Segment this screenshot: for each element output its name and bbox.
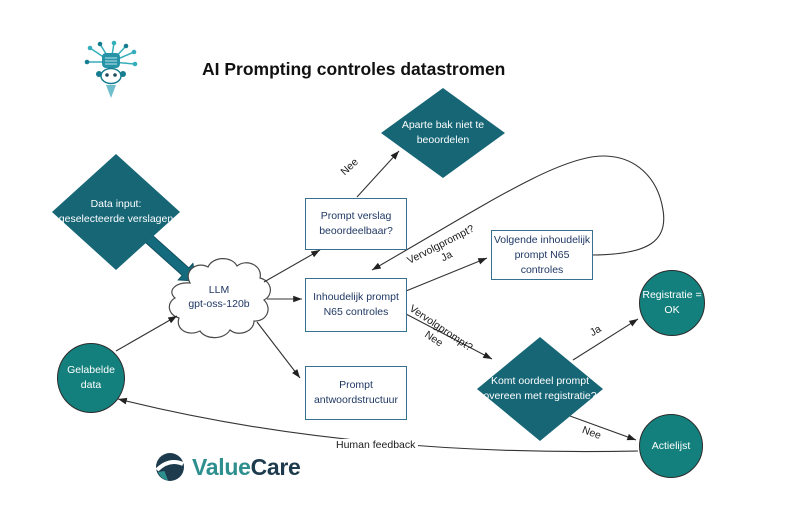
node-prompt-verslag: Prompt verslag beoordeelbaar? (305, 198, 407, 250)
page-title: AI Prompting controles datastromen (202, 59, 506, 79)
node-komt-oordeel-label: Komt oordeel prompt overeen met registra… (483, 375, 597, 402)
edge-komt-oordeel-to-registratie (572, 318, 639, 361)
valuecare-wordmark: ValueCare (192, 454, 301, 480)
edge-gelabelde-to-llm (115, 315, 178, 352)
node-actielijst: Actielijst (639, 414, 703, 478)
edge-inhoudelijk-to-volgende (405, 257, 488, 292)
edge-verslag-to-aparte-bak (356, 150, 400, 198)
node-volgende-prompt: Volgende inhoudelijk prompt N65 controle… (491, 230, 593, 280)
edge-llm-to-antwoord (256, 321, 301, 379)
node-gelabelde-data: Gelabelde data (57, 343, 125, 413)
node-llm-cloud-label: LLM gpt-oss-120b (188, 284, 250, 310)
node-data-input-label: Data input: geselecteerde verslagen (58, 198, 174, 225)
edge-volgende-loop-back (371, 155, 665, 271)
robot-bot-icon (84, 40, 138, 98)
edge-inhoudelijk-to-komt-oordeel (405, 313, 493, 360)
node-registratie-ok: Registratie = OK (639, 270, 705, 336)
llm-cloud-shape (168, 258, 271, 339)
valuecare-globe-icon (155, 453, 184, 481)
node-prompt-antwoordstructuur: Prompt antwoordstructuur (305, 366, 407, 420)
edge-label-human-feedback: Human feedback (333, 439, 419, 451)
node-inhoudelijk-prompt: Inhoudelijk prompt N65 controles (305, 278, 407, 332)
node-aparte-bak-label: Aparte bak niet te beoordelen (401, 119, 485, 146)
edge-llm-to-prompt-verslag (263, 249, 321, 283)
edge-komt-oordeel-to-actielijst (569, 415, 637, 441)
valuecare-logo: ValueCare (155, 452, 301, 482)
